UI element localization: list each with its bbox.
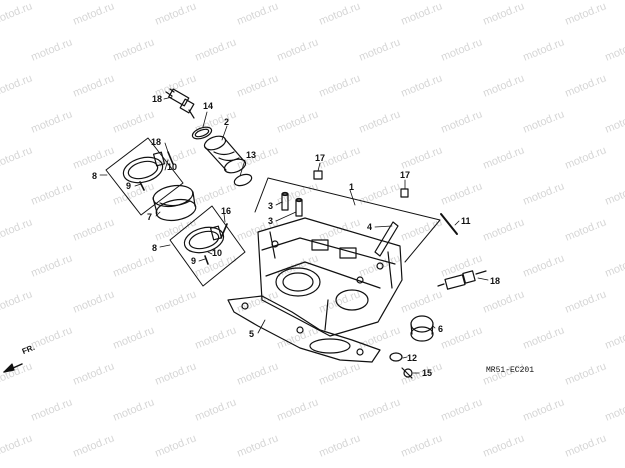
callout-8-lower: 8: [152, 243, 158, 253]
clamp-group-box-lower: [169, 205, 246, 287]
callout-13: 13: [246, 150, 257, 160]
callout-2: 2: [224, 117, 230, 127]
dowel-pins-3: [281, 191, 303, 217]
clamp-group-box-upper: [105, 137, 184, 216]
spark-plug-top: [165, 88, 195, 119]
front-arrow-icon: [3, 363, 23, 373]
callout-18-top: 18: [152, 94, 163, 104]
stud-11: [440, 213, 458, 235]
callout-12: 12: [407, 353, 418, 363]
callout-3-lower: 3: [268, 216, 274, 226]
callout-1: 1: [349, 182, 355, 192]
guide-4: [374, 221, 399, 257]
callout-9-lower: 9: [191, 256, 197, 266]
callout-5: 5: [249, 329, 255, 339]
head-gasket-5: [227, 295, 381, 363]
leader-lines: [99, 96, 489, 374]
callout-17-left: 17: [315, 153, 326, 163]
o-ring-13: [233, 173, 253, 187]
band-clamp-lower: [183, 225, 225, 254]
cylinder-head-1: [257, 217, 403, 337]
nut-12: [389, 352, 403, 362]
callout-6: 6: [438, 324, 444, 334]
callout-3-upper: 3: [268, 201, 274, 211]
spark-plug-right: [437, 270, 487, 290]
carburetor-insulator-7: [152, 184, 197, 222]
o-ring-14: [191, 126, 213, 140]
callout-8-upper: 8: [92, 171, 98, 181]
plug-6: [410, 315, 434, 342]
callout-15: 15: [422, 368, 433, 378]
callout-4: 4: [367, 222, 373, 232]
callout-9-upper: 9: [126, 181, 132, 191]
head-assembly-box: [254, 177, 441, 263]
insulator-pipe-2: [203, 135, 247, 174]
diagram-code: MR51-EC201: [486, 366, 535, 375]
callout-18-right: 18: [490, 276, 501, 286]
callout-16: 16: [221, 206, 232, 216]
band-clamp-upper: [122, 151, 166, 184]
callout-11: 11: [461, 216, 471, 226]
callout-18-clamp: 18: [151, 137, 162, 147]
bolt-15: [401, 367, 413, 379]
callout-17-right: 17: [400, 170, 411, 180]
callout-14: 14: [203, 101, 214, 111]
cap-17-left: [313, 170, 323, 180]
callout-10-upper: 10: [167, 162, 178, 172]
callout-10-lower: 10: [212, 248, 223, 258]
callout-7: 7: [147, 212, 153, 222]
cap-17-right: [400, 188, 409, 198]
